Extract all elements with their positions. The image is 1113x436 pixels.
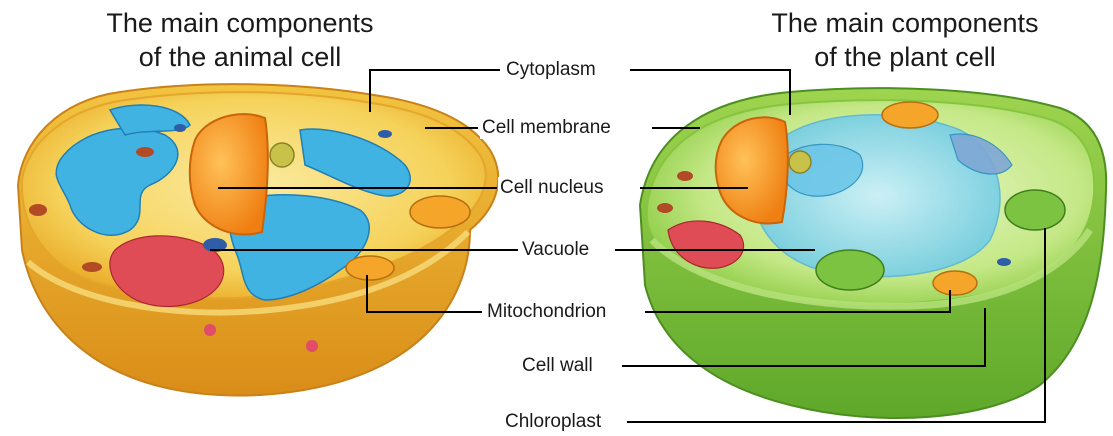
label-mitochondrion: Mitochondrion — [485, 301, 608, 323]
plant-cell — [640, 88, 1106, 418]
label-vacuole: Vacuole — [520, 239, 591, 261]
plant-title-line2: of the plant cell — [725, 40, 1085, 74]
animal-title-line1: The main components — [60, 6, 420, 40]
plant-mitochondria — [933, 271, 977, 295]
label-cytoplasm: Cytoplasm — [504, 59, 598, 81]
label-cell-membrane: Cell membrane — [480, 117, 613, 139]
label-cell-nucleus: Cell nucleus — [498, 177, 606, 199]
plant-title-line1: The main components — [725, 6, 1085, 40]
label-cell-wall: Cell wall — [520, 355, 595, 377]
animal-cell-title: The main components of the animal cell — [60, 6, 420, 74]
plant-cell-title: The main components of the plant cell — [725, 6, 1085, 74]
animal-title-line2: of the animal cell — [60, 40, 420, 74]
animal-cell — [18, 84, 498, 395]
label-chloroplast: Chloroplast — [503, 411, 603, 433]
